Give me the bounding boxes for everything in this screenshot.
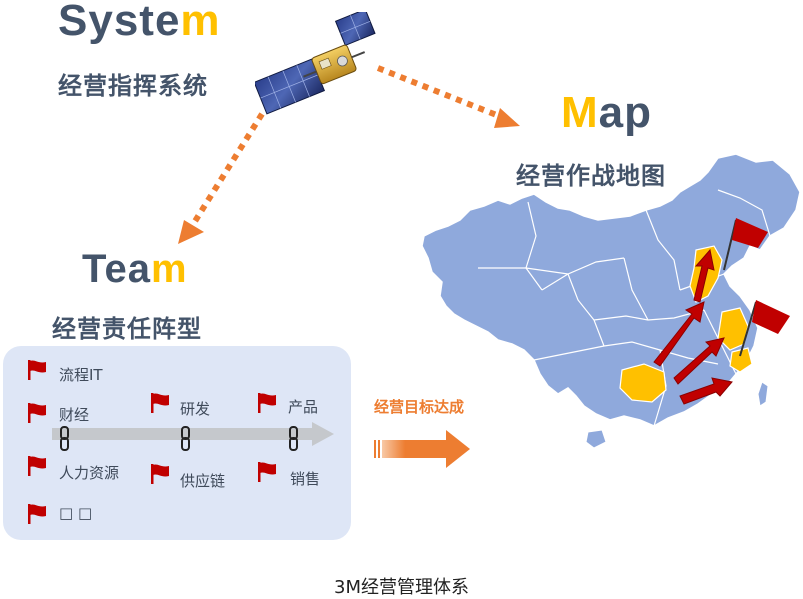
red-flag-icon bbox=[151, 464, 169, 484]
red-flag-icon bbox=[28, 456, 46, 476]
map-landmass bbox=[421, 153, 801, 427]
chain-link-icon bbox=[181, 426, 190, 451]
team-item-label: □ □ bbox=[59, 504, 93, 522]
china-map bbox=[421, 153, 801, 449]
map-flag-east bbox=[739, 300, 790, 357]
team-title-plain: Tea bbox=[82, 247, 151, 291]
chain-link-icon bbox=[60, 426, 69, 451]
map-title: Map bbox=[561, 88, 652, 138]
goal-arrow bbox=[374, 430, 470, 468]
map-subtitle: 经营作战地图 bbox=[516, 162, 666, 190]
footer-caption: 3M经营管理体系 bbox=[334, 577, 469, 598]
team-title: Team bbox=[82, 247, 188, 292]
team-item-label: 财经 bbox=[59, 406, 90, 424]
map-province-borders bbox=[478, 189, 771, 427]
map-hainan bbox=[585, 429, 607, 449]
map-taiwan bbox=[757, 381, 769, 407]
chain-link-icon bbox=[289, 426, 298, 451]
red-flag-icon bbox=[258, 393, 276, 413]
arrow-system-to-map bbox=[376, 65, 520, 128]
team-item-label: 产品 bbox=[288, 398, 319, 416]
map-arrows bbox=[653, 248, 733, 405]
team-item-label: 研发 bbox=[180, 400, 211, 418]
arrow-system-to-team bbox=[178, 112, 265, 244]
team-item-label: 销售 bbox=[290, 470, 321, 488]
system-subtitle: 经营指挥系统 bbox=[58, 72, 208, 100]
satellite-icon bbox=[255, 12, 376, 115]
map-highlight-zhejiang bbox=[729, 347, 753, 373]
map-arrow-4 bbox=[693, 248, 715, 303]
team-title-highlight: m bbox=[150, 247, 188, 291]
map-highlight-guizhou bbox=[619, 363, 667, 403]
goal-label: 经营目标达成 bbox=[374, 398, 465, 416]
map-arrow-2 bbox=[673, 337, 725, 385]
map-arrow-3 bbox=[679, 377, 733, 405]
system-title-plain: Syste bbox=[58, 0, 181, 45]
team-item-label: 人力资源 bbox=[59, 464, 120, 482]
red-flag-icon bbox=[28, 504, 46, 524]
system-title: System bbox=[58, 0, 221, 46]
red-flag-icon bbox=[28, 403, 46, 423]
map-flag-northeast bbox=[723, 218, 768, 271]
map-title-plain: ap bbox=[598, 88, 653, 137]
red-flag-icon bbox=[258, 462, 276, 482]
team-item-label: 流程IT bbox=[59, 366, 103, 384]
red-flag-icon bbox=[28, 360, 46, 380]
system-title-highlight: m bbox=[180, 0, 221, 45]
team-item-label: 供应链 bbox=[180, 472, 226, 490]
red-flag-icon bbox=[151, 393, 169, 413]
map-arrow-1 bbox=[653, 301, 705, 367]
team-subtitle: 经营责任阵型 bbox=[52, 315, 202, 343]
map-title-highlight: M bbox=[561, 88, 599, 137]
